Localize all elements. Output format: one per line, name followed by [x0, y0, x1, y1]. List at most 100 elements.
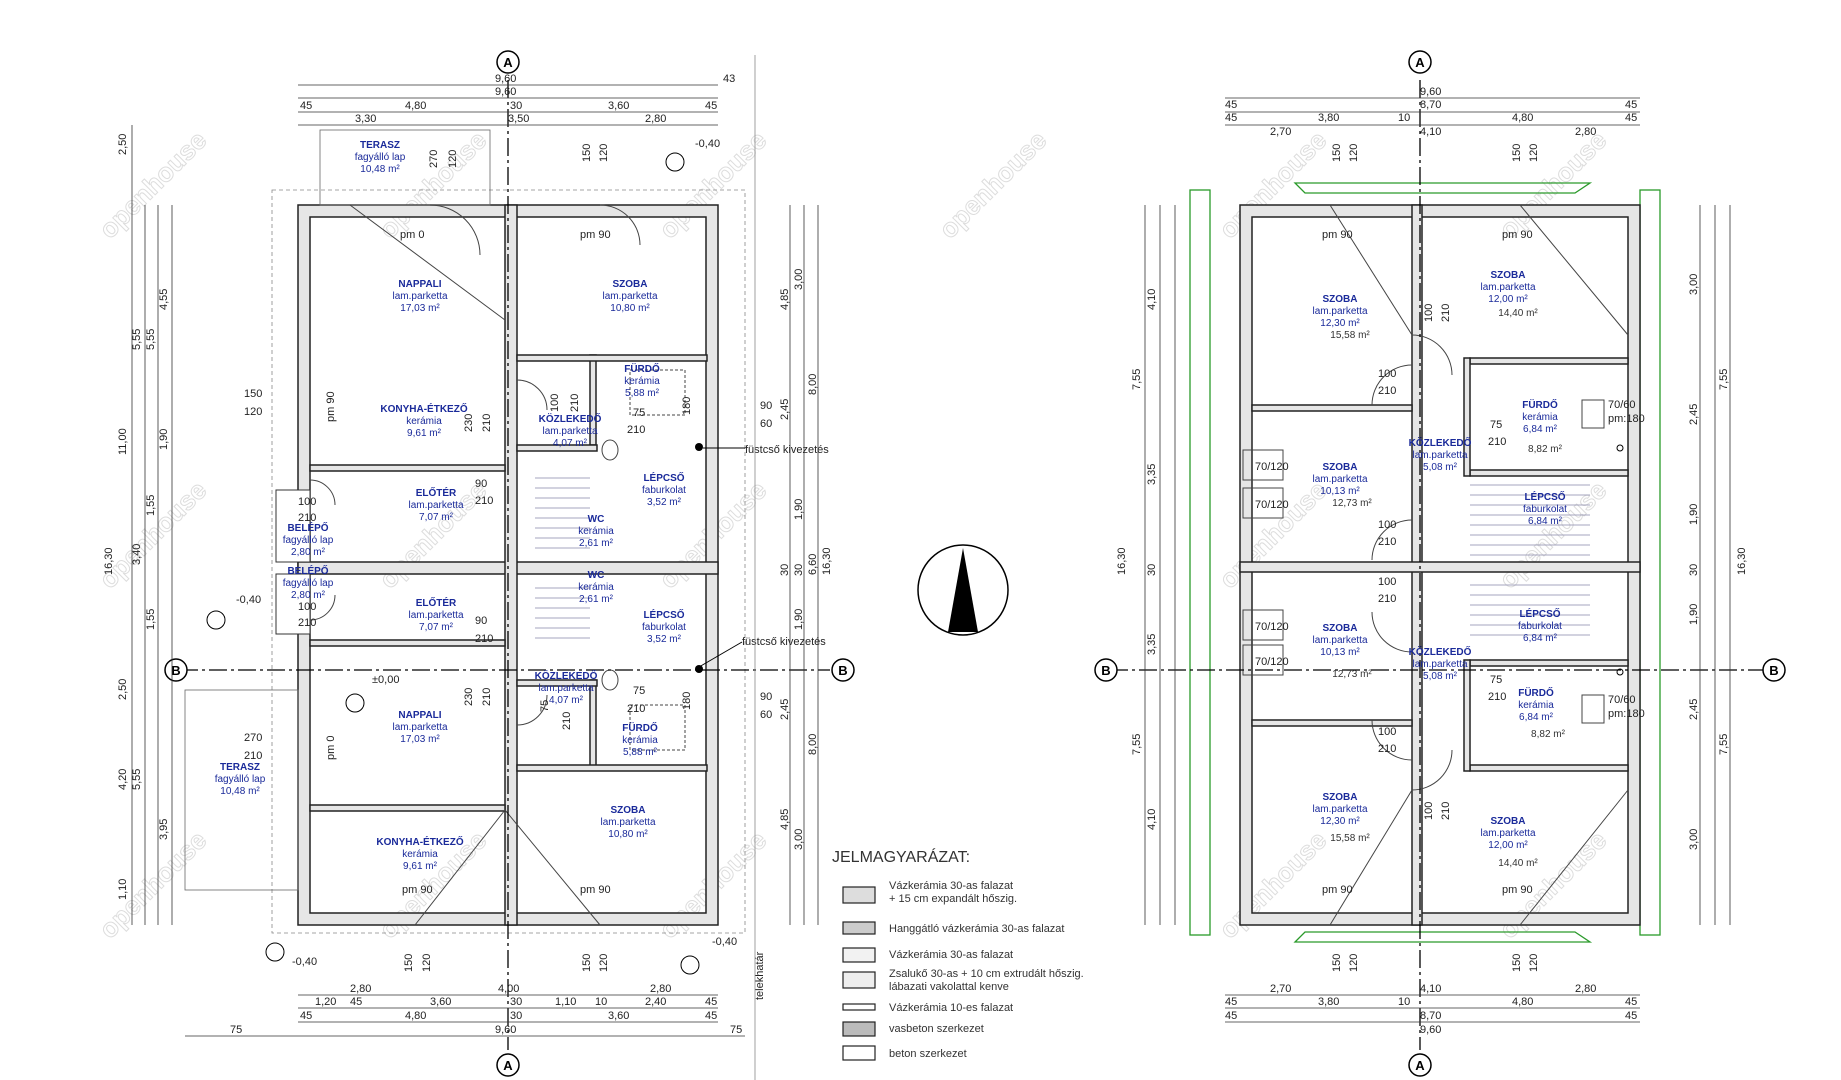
room-floor: lam.parketta: [600, 817, 655, 828]
dim: 3,00: [1688, 274, 1700, 295]
room-area: 5,88 m²: [623, 747, 658, 758]
window-box: [1242, 609, 1284, 641]
room-area: 10,13 m²: [1320, 647, 1360, 658]
legend-swatch: [842, 1003, 876, 1011]
room-area: 12,30 m²: [1320, 318, 1360, 329]
flue-label: füstcső kivezetés: [745, 444, 829, 456]
room-floor: lam.parketta: [1412, 450, 1467, 461]
dim: 1,20: [315, 996, 336, 1008]
dim-overall: 9,60: [495, 1024, 516, 1036]
door-dim: 210: [1488, 691, 1506, 703]
dim: 5,55: [145, 329, 157, 350]
axis-label-a: A: [1415, 1058, 1425, 1073]
watermark: openhouse: [93, 125, 212, 244]
room-floor: lam.parketta: [1480, 282, 1535, 293]
room-floor: kerámia: [622, 735, 658, 746]
level-label: pm 90: [325, 391, 337, 422]
level-marker-icon: [665, 152, 685, 172]
window-box: [1242, 449, 1284, 481]
door-dim: 210: [569, 394, 581, 412]
terrace-outline: [319, 129, 491, 206]
legend-title: JELMAGYARÁZAT:: [832, 847, 970, 866]
door-dim: 120: [598, 954, 610, 972]
level-label: pm 90: [1322, 229, 1353, 241]
room-name: SZOBA: [611, 805, 646, 816]
boundary-label: telekhatár: [754, 951, 766, 1000]
room-name: KÖZLEKEDŐ: [535, 669, 598, 682]
legend: JELMAGYARÁZAT: Vázkerámia 30-as falazat …: [832, 847, 1084, 1061]
bottom-dimensions: [1225, 994, 1640, 1023]
flue-label: füstcső kivezetés: [742, 636, 826, 648]
watermark: openhouse: [93, 475, 212, 594]
legend-label: Vázkerámia 30-as falazat: [889, 949, 1013, 961]
flue-icon: [695, 665, 703, 673]
door-dim: 150: [1331, 144, 1343, 162]
door-dim: 210: [298, 512, 316, 524]
door-dim: 150: [581, 954, 593, 972]
room-area: 10,48 m²: [220, 786, 260, 797]
axis-marker-b: [164, 658, 188, 682]
dim: 2,45: [779, 399, 791, 420]
dim: 45: [350, 996, 362, 1008]
legend-label: Vázkerámia 30-as falazat: [889, 880, 1013, 892]
interior-wall: [309, 804, 506, 812]
level-label: pm 90: [1502, 884, 1533, 896]
door-dim: 120: [1528, 954, 1540, 972]
legend-label: vasbeton szerkezet: [889, 1023, 984, 1035]
level-label: pm 0: [400, 229, 424, 241]
window-box: [1581, 399, 1605, 429]
room-floor: lam.parketta: [1312, 635, 1367, 646]
axis-label-b: B: [1769, 663, 1778, 678]
window-box: [1242, 487, 1284, 519]
legend-label: Hanggátló vázkerámia 30-as falazat: [889, 923, 1064, 935]
window-label: 70/120: [1255, 621, 1289, 633]
dim: 3,95: [158, 819, 170, 840]
watermark: openhouse: [1213, 475, 1332, 594]
dim: 3,40: [131, 544, 143, 565]
interior-wall: [1463, 357, 1471, 477]
window-label: pm:180: [1608, 708, 1645, 720]
dim: 8,00: [807, 734, 819, 755]
watermark: openhouse: [933, 125, 1052, 244]
room-area: 12,00 m²: [1488, 840, 1528, 851]
door-dim: 100: [1378, 368, 1396, 380]
right-dimensions: [1699, 205, 1731, 925]
room-floor: fagyálló lap: [355, 152, 406, 163]
interior-wall: [1251, 404, 1413, 412]
room-area: 7,07 m²: [419, 512, 454, 523]
door-dim: 120: [1348, 954, 1360, 972]
door-dim: 75: [633, 685, 645, 697]
legend-label: Vázkerámia 10-es falazat: [889, 1002, 1013, 1014]
door-dim: 120: [244, 406, 262, 418]
door-dim: 230: [463, 688, 475, 706]
legend-swatch: [842, 921, 876, 935]
axis-marker-b: [1094, 658, 1118, 682]
dim: 2,70: [1270, 983, 1291, 995]
door-dim: 210: [1378, 536, 1396, 548]
room-area-gross: 12,73 m²: [1332, 498, 1372, 509]
interior-wall: [309, 464, 506, 472]
upper-floor-plan: A A B B SZOBA lam.parketta 12,30 m² 15,5…: [1094, 50, 1786, 1077]
door-dim: 60: [760, 709, 772, 721]
room-floor: kerámia: [578, 526, 614, 537]
door-dim: 120: [421, 954, 433, 972]
window-label: 70/120: [1255, 461, 1289, 473]
dim: 1,10: [117, 879, 129, 900]
dim-overall: 9,60: [495, 86, 516, 98]
dim: 45: [1625, 99, 1637, 111]
entrance-box: [275, 489, 311, 563]
room-name: NAPPALI: [398, 279, 441, 290]
dim: 4,80: [405, 1010, 426, 1022]
room-name: ELŐTÉR: [416, 596, 457, 609]
room-floor: lam.parketta: [1412, 659, 1467, 670]
legend-label: beton szerkezet: [889, 1048, 967, 1060]
bottom-dimensions: [185, 994, 745, 1037]
roof-edge: [1189, 189, 1211, 936]
dim: 8,70: [1420, 99, 1441, 111]
dim: 45: [705, 996, 717, 1008]
dim: 2,50: [117, 679, 129, 700]
door-dim: 90: [475, 478, 487, 490]
watermark: openhouse: [1493, 125, 1612, 244]
dim: 8,00: [807, 374, 819, 395]
room-area: 2,61 m²: [579, 538, 614, 549]
